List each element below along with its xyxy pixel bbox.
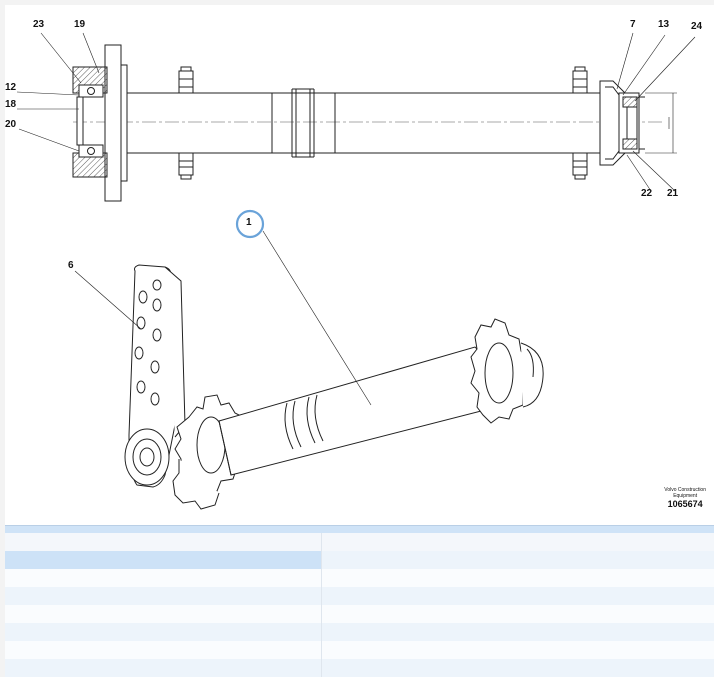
table-cell[interactable] (5, 569, 322, 587)
table-row[interactable] (5, 623, 714, 641)
table-cell[interactable] (5, 605, 322, 623)
table-cell[interactable] (322, 605, 714, 623)
table-row[interactable] (5, 587, 714, 605)
callout-12[interactable]: 12 (5, 82, 17, 93)
parts-table (5, 525, 714, 677)
table-cell[interactable] (322, 551, 714, 569)
table-row[interactable] (5, 641, 714, 659)
table-row[interactable] (5, 533, 714, 551)
table-cell[interactable] (322, 533, 714, 551)
callout-24[interactable]: 24 (691, 21, 703, 32)
callout-1-highlight-ring[interactable] (235, 209, 265, 239)
table-cell[interactable] (322, 659, 714, 677)
table-cell[interactable] (5, 623, 322, 641)
brand-block: Volvo Construction Equipment 1065674 (664, 487, 706, 510)
table-row-selected[interactable] (5, 551, 714, 569)
table-row[interactable] (5, 605, 714, 623)
callout-6[interactable]: 6 (68, 260, 74, 271)
shaft-assembly-3d-view (74, 230, 544, 510)
callout-18[interactable]: 18 (5, 99, 17, 110)
callout-1[interactable]: 1 (246, 217, 252, 228)
callout-7[interactable]: 7 (630, 19, 636, 30)
drawing-number: 1065674 (667, 499, 703, 509)
table-row[interactable] (5, 659, 714, 677)
table-cell[interactable] (322, 587, 714, 605)
callout-21[interactable]: 21 (667, 188, 679, 199)
table-cell[interactable] (322, 569, 714, 587)
shaft-section-view (16, 32, 696, 202)
table-cell[interactable] (5, 641, 322, 659)
callout-20[interactable]: 20 (5, 119, 17, 130)
table-cell[interactable] (5, 533, 322, 551)
table-cell[interactable] (5, 587, 322, 605)
callout-22[interactable]: 22 (641, 188, 653, 199)
table-cell[interactable] (5, 659, 322, 677)
callout-13[interactable]: 13 (658, 19, 670, 30)
brand-line-2: Equipment (673, 493, 698, 499)
table-cell[interactable] (322, 623, 714, 641)
callout-19[interactable]: 19 (74, 19, 86, 30)
callout-23[interactable]: 23 (33, 19, 45, 30)
diagram-drawing (16, 32, 696, 510)
table-cell[interactable] (322, 641, 714, 659)
brand-line-1: Volvo Construction (664, 487, 706, 493)
parts-diagram: 23 19 12 18 20 7 13 24 22 21 6 1 Volvo C… (5, 5, 714, 525)
table-row[interactable] (5, 569, 714, 587)
table-cell-selected[interactable] (5, 551, 322, 569)
table-header-bar (5, 525, 714, 533)
